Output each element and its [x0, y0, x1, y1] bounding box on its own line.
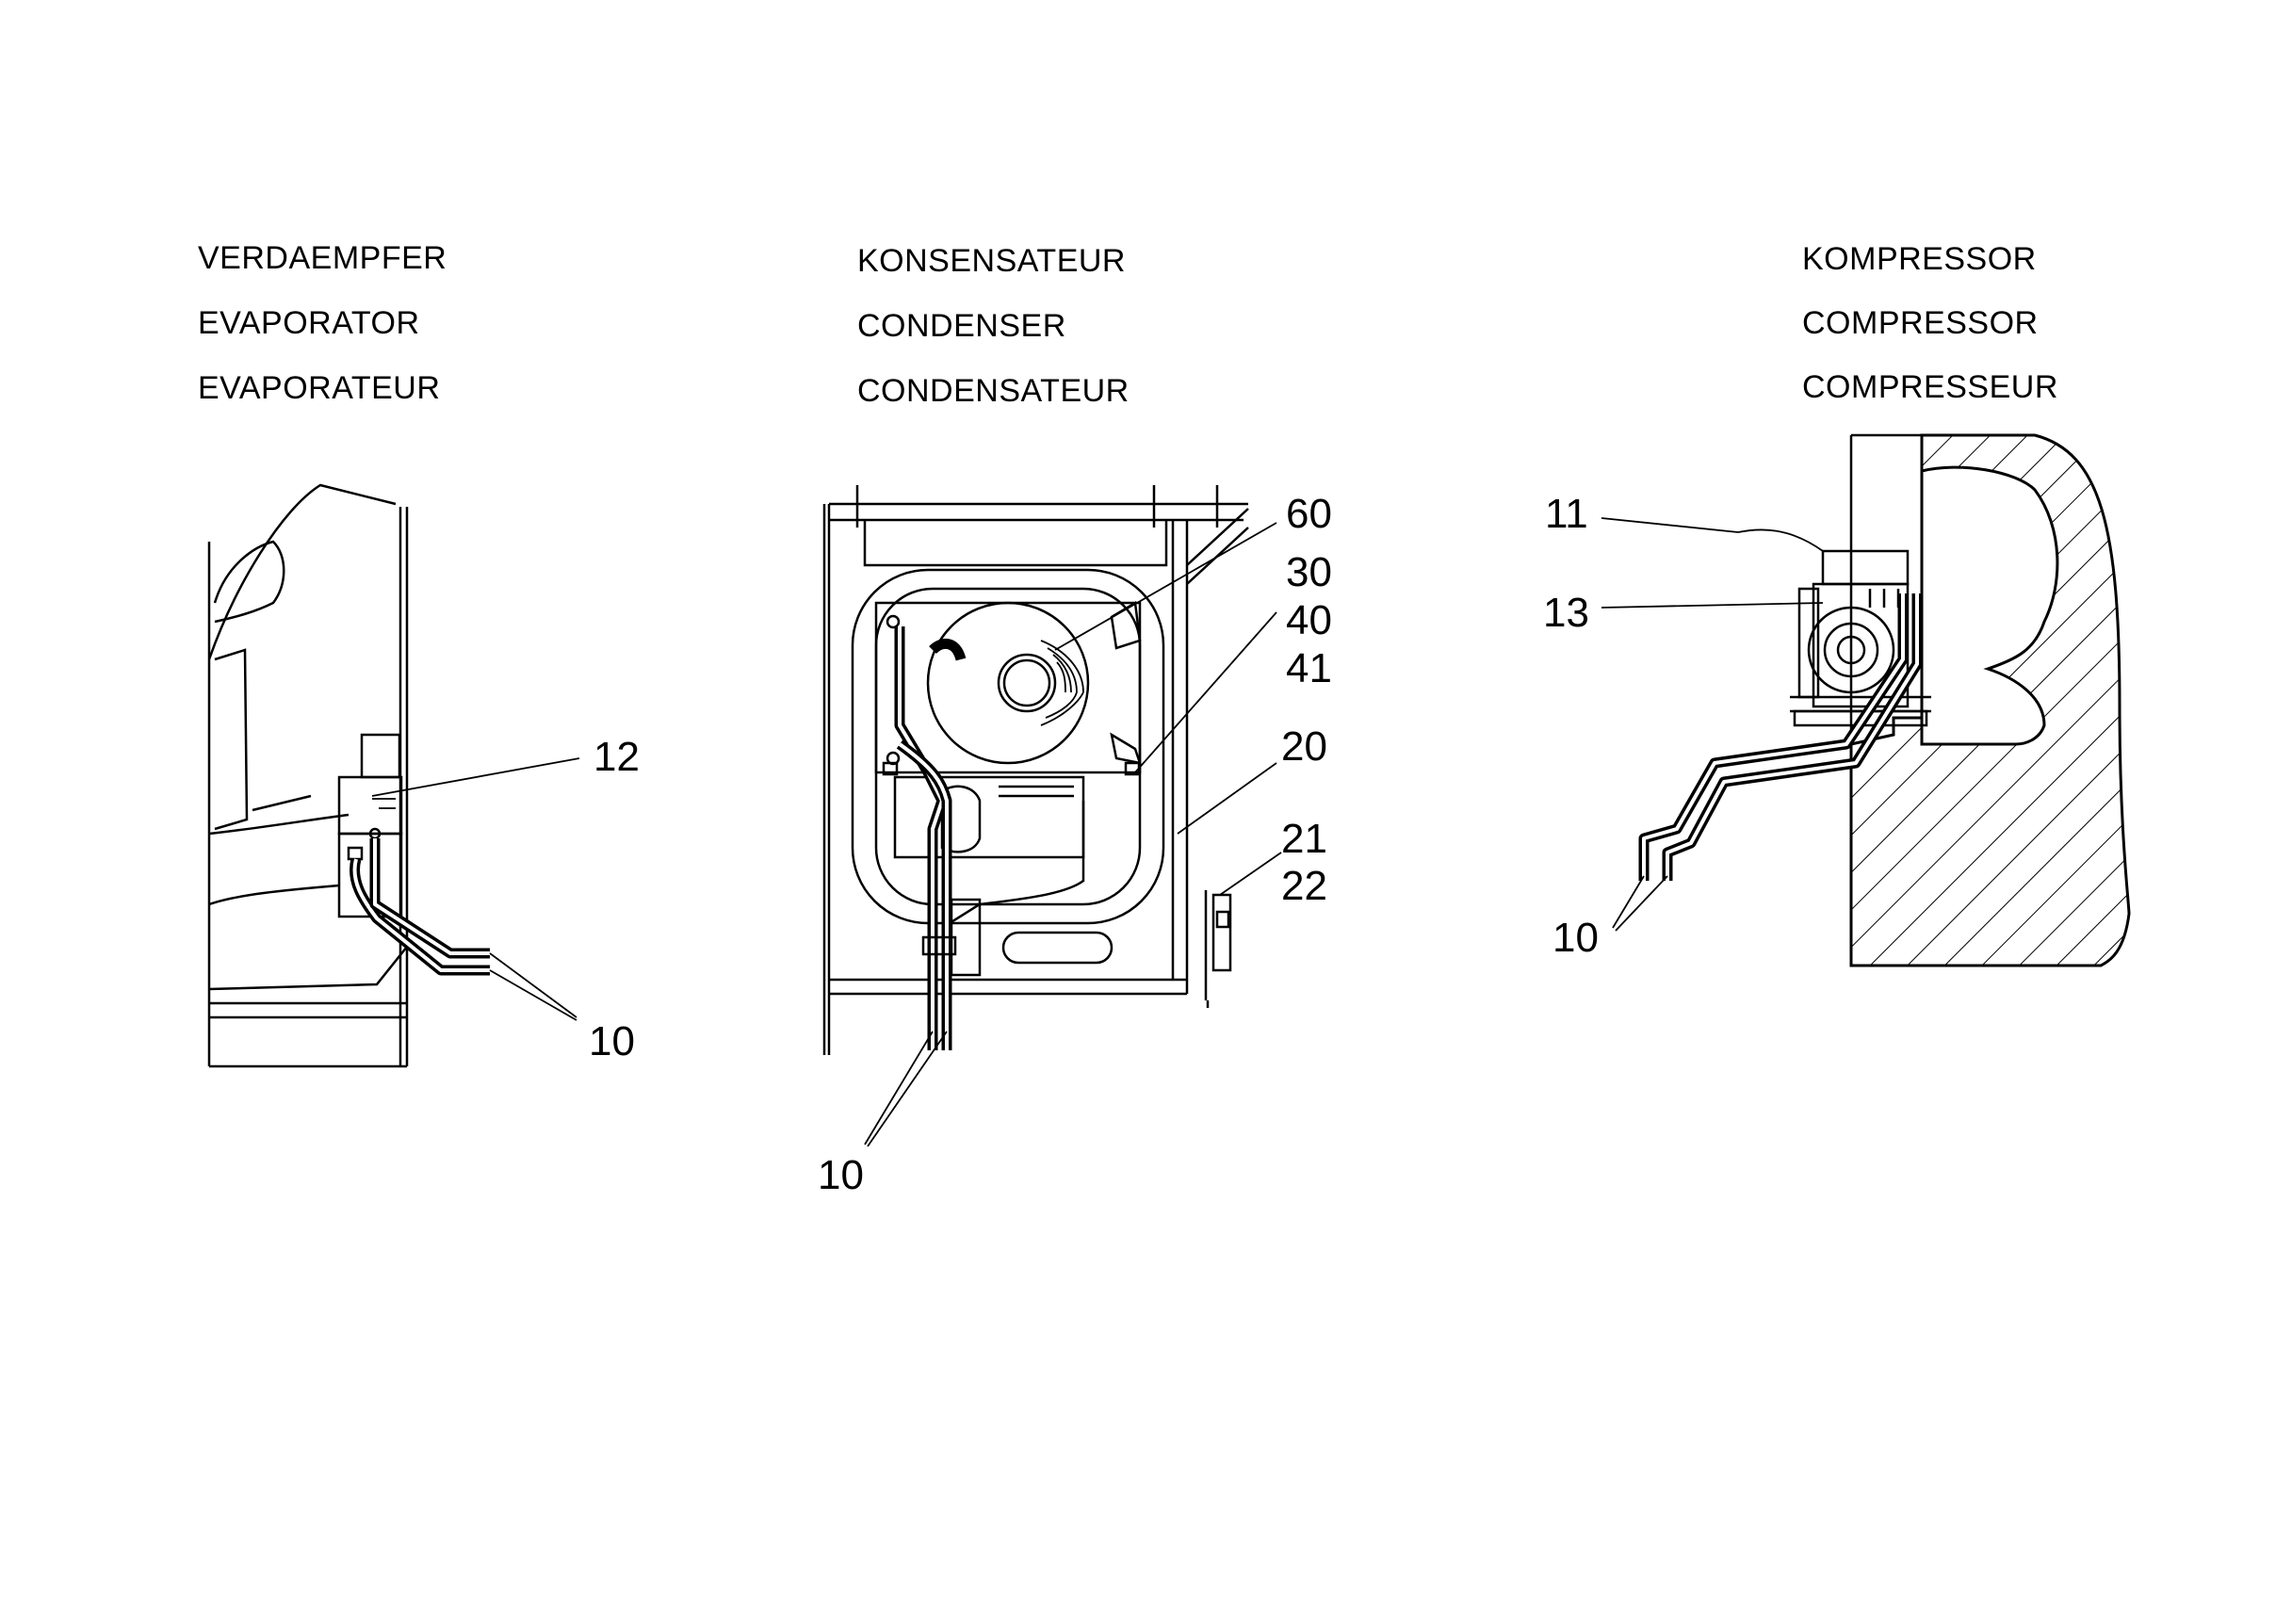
leader-20 [1177, 762, 1277, 835]
condenser-title-en: CONDENSER [857, 308, 1066, 344]
callout-22: 22 [1281, 863, 1327, 909]
callout-10-condenser: 10 [818, 1152, 864, 1198]
callout-40: 40 [1286, 597, 1332, 643]
leader-12 [371, 757, 580, 797]
leader-60 [1054, 522, 1277, 651]
evaporator-title-fr: EVAPORATEUR [198, 370, 440, 406]
evaporator-title-en: EVAPORATOR [198, 305, 420, 341]
leader-13 [1601, 602, 1824, 609]
condenser-title-fr: CONDENSATEUR [857, 373, 1130, 409]
leader-11 [1601, 517, 1739, 533]
evaporator-panel: VERDAEMPFER EVAPORATOR EVAPORATEUR [198, 240, 640, 1068]
compressor-engine-drawing [1638, 433, 2131, 967]
leader-40 [1134, 611, 1277, 773]
callout-20: 20 [1281, 723, 1327, 770]
condenser-frame-drawing [822, 485, 1249, 1055]
callout-13: 13 [1543, 590, 1589, 636]
leader-21 [1219, 852, 1282, 896]
callout-11: 11 [1545, 491, 1588, 537]
compressor-panel: KOMPRESSOR COMPRESSOR COMPRESSEUR [1543, 241, 2131, 967]
callout-60: 60 [1286, 491, 1332, 537]
compressor-title-de: KOMPRESSOR [1802, 241, 2037, 277]
callout-30: 30 [1286, 549, 1332, 595]
compressor-title-en: COMPRESSOR [1802, 305, 2039, 341]
compressor-title-fr: COMPRESSEUR [1802, 369, 2058, 405]
callout-41: 41 [1286, 645, 1332, 691]
leader-10-evap [489, 952, 577, 1021]
callout-21: 21 [1281, 816, 1327, 862]
evaporator-title-de: VERDAEMPFER [198, 240, 447, 276]
callout-10-compressor: 10 [1552, 915, 1599, 961]
condenser-title-de: KONSENSATEUR [857, 243, 1126, 279]
leader-10-comp [1612, 875, 1668, 932]
leader-10-cond [864, 1031, 948, 1147]
callout-10-evaporator: 10 [589, 1018, 635, 1064]
condenser-panel: KONSENSATEUR CONDENSER CONDENSATEUR [818, 243, 1332, 1198]
callout-12: 12 [593, 734, 640, 780]
evaporator-cab-drawing [207, 483, 490, 1068]
